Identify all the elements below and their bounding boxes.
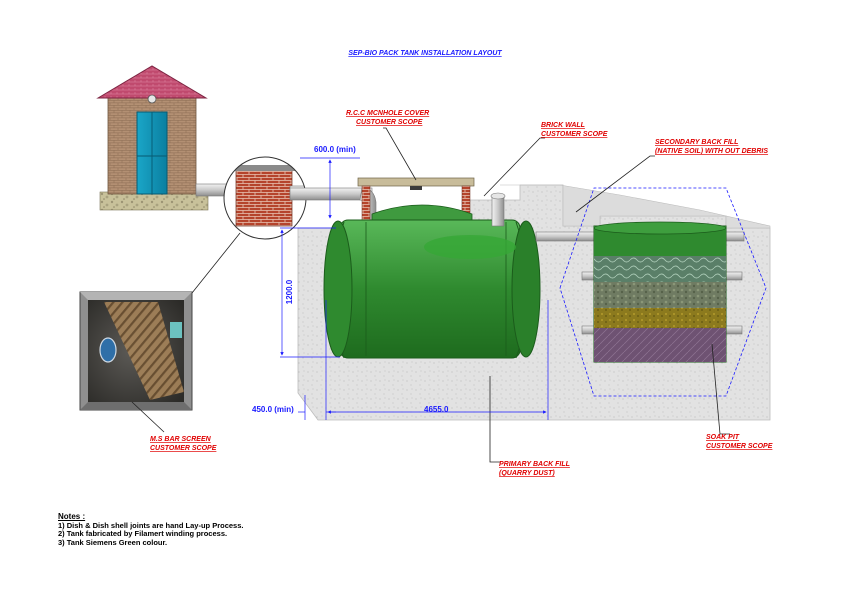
- primary-backfill-note: (QUARRY DUST): [499, 470, 555, 477]
- toilet-hut: [96, 65, 209, 211]
- bar-screen-label: M.S BAR SCREEN: [150, 436, 212, 443]
- septic-tank: [323, 204, 541, 359]
- bar-screen-scope-label: CUSTOMER SCOPE: [150, 445, 217, 452]
- bar-screen-chamber: [223, 156, 307, 240]
- soak-pit: [559, 187, 767, 397]
- primary-backfill-label: PRIMARY BACK FILL: [499, 461, 570, 468]
- diagram-title: SEP-BIO PACK TANK INSTALLATION LAYOUT: [348, 50, 502, 57]
- outlet-riser: [490, 192, 506, 227]
- manhole-brickwork: [357, 177, 475, 223]
- secondary-backfill-note: (NATIVE SOIL) WITH OUT DEBRIS: [655, 148, 768, 155]
- notes-block: Notes : 1) Dish & Dish shell joints are …: [58, 512, 388, 547]
- manhole-cover-label: R.C.C MCNHOLE COVER: [346, 110, 429, 117]
- brick-wall-label: BRICK WALL: [541, 122, 585, 129]
- note-item: 1) Dish & Dish shell joints are hand Lay…: [58, 520, 244, 530]
- note-item: 2) Tank fabricated by Filamert winding p…: [58, 529, 228, 538]
- top-clearance-dimension: 600.0 (min): [314, 145, 356, 154]
- soak-pit-scope-label: CUSTOMER SCOPE: [706, 443, 773, 450]
- tank-length-dimension: 4655.0: [424, 405, 449, 414]
- tank-inlet-pipe: [289, 187, 373, 201]
- side-clearance-dimension: 450.0 (min): [252, 405, 294, 414]
- manhole-scope-label: CUSTOMER SCOPE: [356, 119, 423, 126]
- brick-wall-scope-label: CUSTOMER SCOPE: [541, 131, 608, 138]
- notes-title: Notes :: [58, 512, 86, 521]
- soak-pit-label: SOAK PIT: [706, 434, 740, 441]
- dimension-lines: [280, 157, 549, 420]
- tank-height-dimension: 1200.0: [285, 279, 294, 304]
- leader-lines: [131, 127, 730, 463]
- note-item: 3) Tank Siemens Green colour.: [58, 537, 168, 547]
- secondary-backfill-label: SECONDARY BACK FILL: [655, 139, 738, 146]
- bar-screen-photo: [79, 291, 193, 411]
